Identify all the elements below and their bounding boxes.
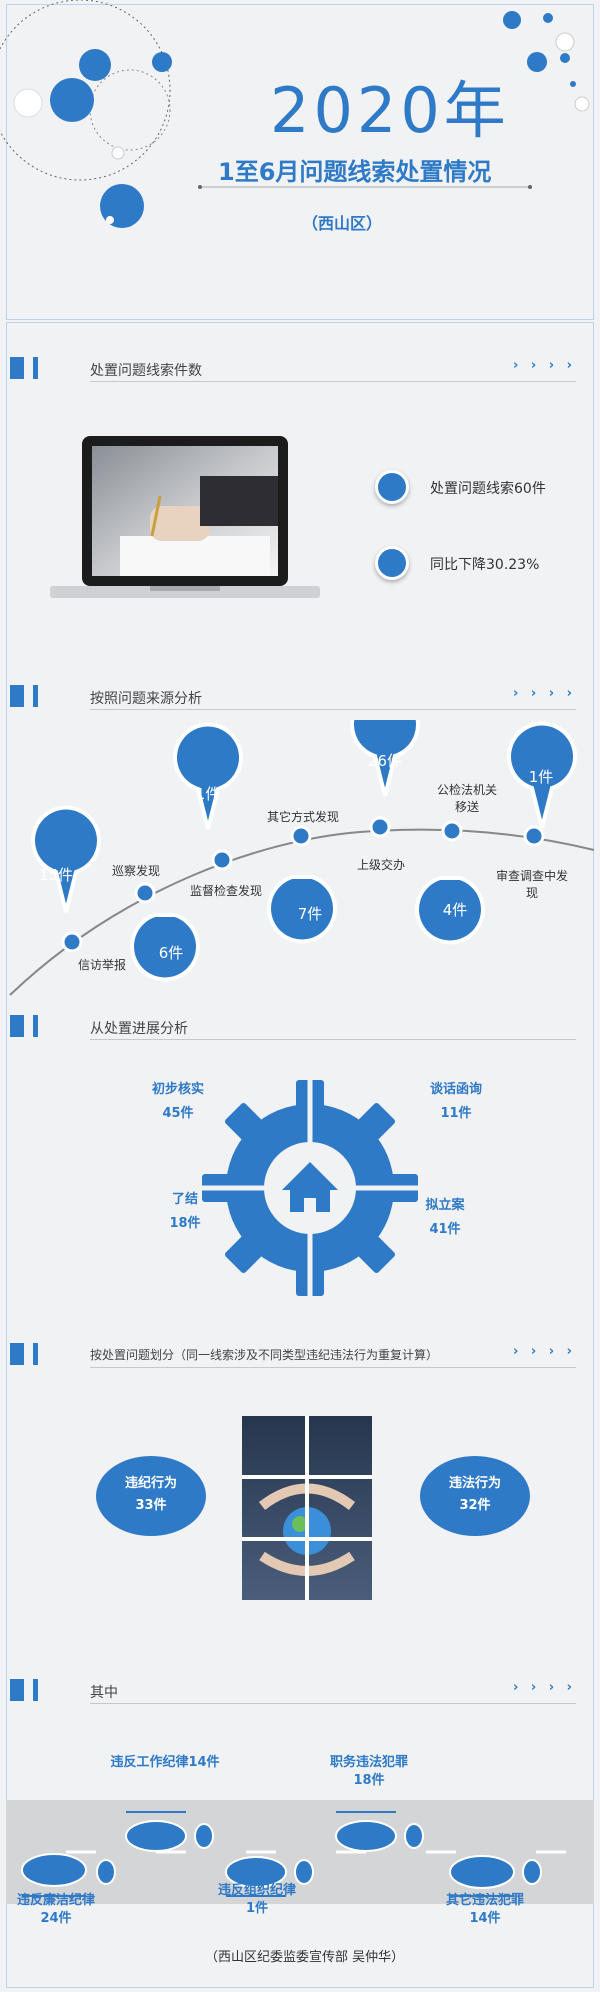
- header-decoration: [0, 0, 590, 228]
- source-label-supervision: 监督检查发现: [189, 884, 262, 898]
- progress-item-interview: 谈话函询 11件: [429, 1082, 482, 1121]
- progress-item-filing: 拟立案 41件: [425, 1198, 465, 1237]
- source-value-supervision: 1件: [195, 785, 221, 803]
- content-frame: [6, 322, 594, 1988]
- progress-item-preliminary: 初步核实 45件: [151, 1082, 204, 1121]
- source-timeline: [9, 720, 595, 996]
- progress-item-closed: 了结 18件: [169, 1192, 201, 1231]
- section-marker: [10, 685, 39, 707]
- source-value-inspection: 6件: [158, 944, 184, 962]
- section-marker: [10, 1679, 39, 1701]
- section-title: 按处置问题划分（同一线索涉及不同类型违纪违法行为重复计算）: [90, 1348, 439, 1362]
- gear-icon: [200, 1078, 420, 1298]
- laptop-image: [50, 436, 320, 598]
- source-value-petition: 15件: [38, 866, 74, 884]
- section-header-case-count: 处置问题线索件数 › › › ›: [10, 354, 590, 384]
- district-label: （西山区）: [302, 214, 383, 233]
- detail-organization-discipline: 违反组织纪律 1件: [217, 1883, 296, 1916]
- arrows-icon: › › › ›: [512, 686, 576, 701]
- section-title: 从处置进展分析: [90, 1021, 188, 1037]
- bullet-icon: [375, 546, 409, 580]
- source-value-other: 7件: [297, 905, 323, 923]
- arrows-icon: › › › ›: [512, 1344, 576, 1359]
- source-value-superior: 26件: [367, 752, 403, 770]
- footer-credit: （西山区纪委监委宣传部 吴仲华）: [205, 1950, 405, 1965]
- section-header-source: 按照问题来源分析 › › › ›: [10, 682, 590, 712]
- violation-discipline-oval: 违纪行为 33件: [96, 1456, 206, 1536]
- section-title: 其中: [90, 1685, 118, 1701]
- source-label-investigation: 审查调查中发现: [495, 869, 568, 900]
- section-title: 按照问题来源分析: [90, 691, 202, 707]
- bullet-icon: [375, 470, 409, 504]
- detail-integrity-discipline: 违反廉洁纪律 24件: [16, 1893, 95, 1926]
- section-marker: [10, 1015, 39, 1037]
- page-subtitle: 1至6月问题线索处置情况: [218, 158, 492, 186]
- source-value-judicial: 4件: [442, 901, 468, 919]
- globe-hands-image: [242, 1416, 372, 1600]
- detail-work-discipline: 违反工作纪律14件: [110, 1755, 220, 1770]
- section-header-type: 按处置问题划分（同一线索涉及不同类型违纪违法行为重复计算） › › › ›: [10, 1340, 590, 1370]
- violation-law-oval: 违法行为 32件: [420, 1456, 530, 1536]
- detail-other-crime: 其它违法犯罪 14件: [445, 1893, 524, 1926]
- section-marker: [10, 1343, 39, 1365]
- footprint-road: [6, 1800, 594, 1904]
- section-title: 处置问题线索件数: [90, 363, 202, 379]
- arrows-icon: › › › ›: [512, 358, 576, 373]
- source-value-investigation: 1件: [528, 768, 554, 786]
- year-title: 2020年: [270, 74, 510, 147]
- header-frame: [6, 4, 594, 320]
- section-marker: [10, 357, 39, 379]
- source-label-inspection: 巡察发现: [111, 864, 160, 878]
- section-header-details: 其中 › › › ›: [10, 1676, 590, 1706]
- source-label-judicial: 公检法机关移送: [436, 783, 497, 814]
- arrows-icon: › › › ›: [512, 1680, 576, 1695]
- source-label-other: 其它方式发现: [266, 810, 339, 824]
- source-label-petition: 信访举报: [77, 958, 126, 972]
- detail-duty-crime: 职务违法犯罪 18件: [329, 1755, 408, 1788]
- section-header-progress: 从处置进展分析: [10, 1012, 590, 1042]
- source-label-superior: 上级交办: [356, 858, 405, 872]
